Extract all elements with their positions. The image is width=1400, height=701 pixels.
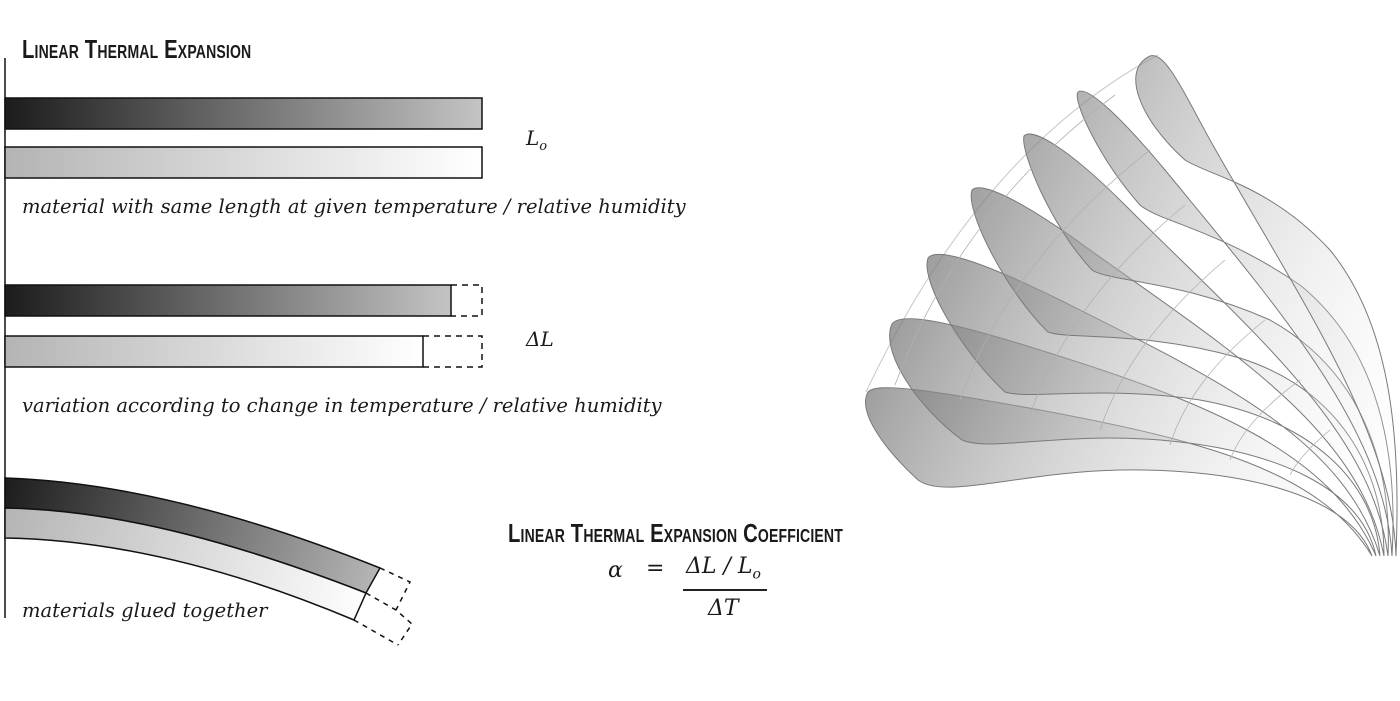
alpha-symbol: α [608, 558, 623, 583]
light-material-bar [4, 146, 483, 179]
curl-shape [926, 253, 1381, 557]
fan-grid-line [1169, 319, 1266, 446]
formula-denominator: ΔT [708, 596, 739, 621]
length-change-symbol: ΔL [526, 327, 554, 351]
numerator-subscript: o [752, 566, 761, 583]
fan-grid-line [1289, 429, 1331, 476]
fraction-bar [683, 589, 767, 591]
dark-bar-original-outline [451, 284, 483, 317]
page-title: Linear Thermal Expansion [22, 34, 252, 64]
fan-grid-line [894, 94, 1116, 386]
formula-numerator: ΔL / Lo [686, 554, 761, 582]
original-length-subscript: o [539, 139, 548, 154]
curl-shape [1135, 55, 1398, 557]
fan-grid-line [1099, 259, 1226, 431]
numerator-base: ΔL / L [686, 554, 753, 579]
curling-shapes-fan [865, 54, 1398, 557]
dark-material-bar-contracted [4, 284, 452, 317]
curl-shape [970, 187, 1385, 557]
fan-grid-line [959, 149, 1151, 401]
coefficient-heading: Linear Thermal Expansion Coefficient [508, 518, 843, 548]
caption-same-length: material with same length at given tempe… [22, 195, 686, 218]
coefficient-formula: α = ΔL / Lo ΔT [600, 554, 800, 626]
bent-layer-extension-outline [353, 567, 413, 646]
caption-glued: materials glued together [22, 599, 268, 622]
light-material-bar-contracted [4, 335, 424, 368]
original-length-base: L [526, 126, 540, 150]
fan-grid-line [1229, 379, 1301, 461]
caption-variation: variation according to change in tempera… [22, 394, 662, 417]
equals-sign: = [646, 556, 665, 581]
dark-material-bar [4, 97, 483, 130]
original-length-symbol: Lo [526, 126, 547, 154]
light-bar-original-outline [423, 335, 483, 368]
fan-grid-line [1029, 204, 1186, 416]
